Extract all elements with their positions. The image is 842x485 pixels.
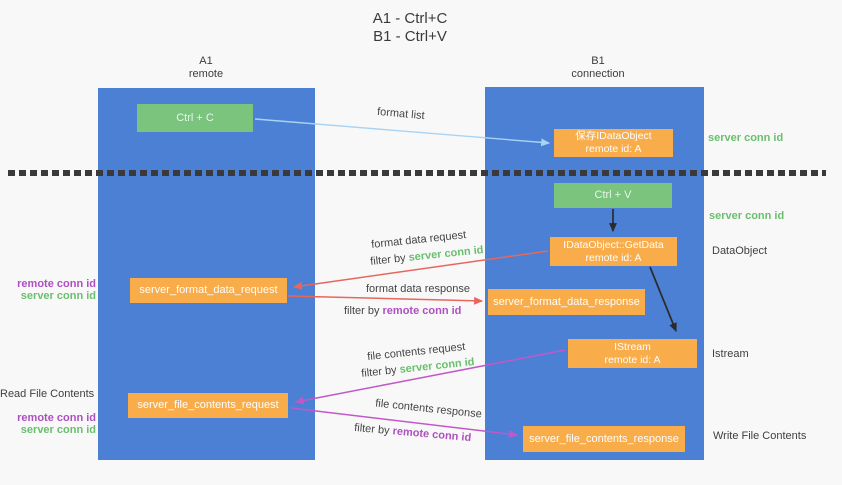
left-column-header: A1 remote [146,55,266,81]
node-server-file-contents-request: server_file_contents_request [128,393,288,418]
edge-label-filter-remote-conn-id-2: filter by remote conn id [354,422,472,444]
title-line-2: B1 - Ctrl+V [373,28,447,45]
annotation-read-file-contents: Read File Contents [0,388,95,400]
annotation-istream: Istream [712,348,749,360]
left-column-name: A1 [199,55,213,67]
node-istream: IStream remote id: A [568,339,697,368]
annotation-server-conn-id-2: server conn id [20,424,96,436]
node-ctrl-c-label: Ctrl + C [176,111,214,124]
remote-conn-id-text: remote conn id [392,425,472,445]
node-save-idataobject-line1: 保存IDataObject [575,130,652,142]
node-format-response-label: server_format_data_response [493,295,640,308]
filter-by-text: filter by [344,305,380,317]
node-file-request-label: server_file_contents_request [137,399,279,411]
annotation-server-conn-id-top: server conn id [708,132,784,144]
right-column-subtitle: connection [571,68,625,80]
filter-by-text: filter by [353,421,391,437]
node-server-format-data-response: server_format_data_response [488,289,645,315]
server-conn-id-text: server conn id [408,244,485,264]
arrow-format-data-response [287,295,484,305]
left-column-subtitle: remote [188,68,224,80]
annotation-server-conn-id-mid: server conn id [709,210,785,222]
node-ctrl-c: Ctrl + C [137,104,253,132]
edge-label-filter-remote-conn-id-1: filter by remote conn id [344,305,461,317]
node-getdata-line2: remote id: A [585,251,642,264]
annotation-remote-conn-id-2: remote conn id [17,412,96,424]
node-file-response-label: server_file_contents_response [529,432,679,445]
node-save-idataobject: 保存IDataObject remote id: A [554,129,673,157]
filter-by-text: filter by [369,252,407,268]
node-server-format-data-request: server_format_data_request [130,278,287,303]
annotation-server-conn-id-1: server conn id [20,290,96,302]
filter-by-text: filter by [360,364,398,380]
node-istream-line1: IStream [614,340,651,353]
node-getdata-line1: IDataObject::GetData [563,238,664,251]
right-column-header: B1 connection [538,55,658,81]
right-column-name: B1 [591,55,605,67]
node-server-file-contents-response: server_file_contents_response [523,426,685,452]
annotation-dataobject: DataObject [712,245,768,257]
node-ctrl-v: Ctrl + V [554,183,672,208]
node-ctrl-v-label: Ctrl + V [594,189,632,201]
edge-label-format-list: format list [376,105,426,123]
node-idataobject-getdata: IDataObject::GetData remote id: A [550,237,677,266]
diagram-title: A1 - Ctrl+C B1 - Ctrl+V [300,10,520,46]
node-istream-line2: remote id: A [604,353,661,366]
machine-boundary-divider [8,170,826,176]
edge-label-file-contents-response: file contents response [374,397,483,421]
server-conn-id-text: server conn id [399,356,476,376]
edge-label-format-data-response: format data response [366,283,470,295]
annotation-write-file-contents: Write File Contents [713,430,807,442]
remote-conn-id-text: remote conn id [382,305,462,317]
title-line-1: A1 - Ctrl+C [372,10,448,27]
node-save-idataobject-line2: remote id: A [585,143,642,155]
annotation-remote-conn-id-1: remote conn id [17,278,96,290]
node-format-request-label: server_format_data_request [139,284,278,296]
